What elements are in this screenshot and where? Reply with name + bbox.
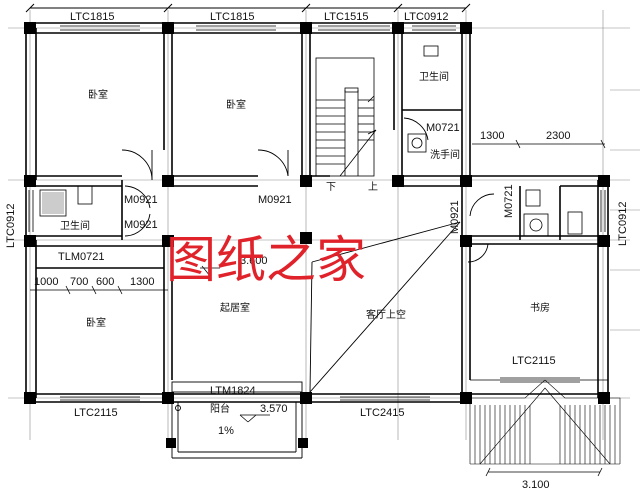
door-swings xyxy=(121,117,495,263)
void-outline xyxy=(309,221,461,393)
room-bedroom-sw: 卧室 xyxy=(86,316,106,329)
door-label-2: M0921 xyxy=(258,194,292,206)
walls xyxy=(25,22,609,403)
level-markers xyxy=(200,265,270,423)
sanitary-fixtures xyxy=(39,45,583,237)
dim-700: 700 xyxy=(70,276,88,288)
room-balcony: 阳台 xyxy=(210,402,230,415)
door-label-3: M0921 xyxy=(124,219,158,231)
door-label-6: M0921 xyxy=(449,200,461,234)
level-3100: 3.100 xyxy=(522,479,550,491)
room-washroom: 洗手间 xyxy=(430,148,460,161)
dim-600: 600 xyxy=(96,276,114,288)
axis-grid xyxy=(8,10,640,440)
window-label-top-2: LTC1815 xyxy=(210,11,254,23)
columns xyxy=(24,22,610,404)
window-label-study: LTC2115 xyxy=(512,355,556,367)
balcony xyxy=(171,381,303,459)
dim-1300-lower: 1300 xyxy=(130,276,154,288)
room-study: 书房 xyxy=(530,301,550,314)
top-dimension-line xyxy=(25,3,471,13)
window-label-south-1: LTC2115 xyxy=(74,407,118,419)
window-label-top-1: LTC1815 xyxy=(70,11,114,23)
dim-1000: 1000 xyxy=(34,276,58,288)
room-void: 客厅上空 xyxy=(366,308,406,321)
room-bath-w: 卫生间 xyxy=(60,219,90,232)
window-label-south-2: LTC2415 xyxy=(360,407,404,419)
stair-up-label: 上 xyxy=(368,181,378,193)
door-label-5: TLM0721 xyxy=(58,251,104,263)
room-living: 起居室 xyxy=(220,301,250,314)
room-bedroom-nw: 卧室 xyxy=(88,88,108,101)
balcony-columns xyxy=(166,438,308,448)
window-glazing xyxy=(28,25,608,401)
window-label-top-3: LTC1515 xyxy=(324,11,368,23)
roof-hatch xyxy=(469,379,621,465)
window-label-top-4: LTC0912 xyxy=(404,11,448,23)
balcony-slope: 1% xyxy=(218,425,234,437)
stair xyxy=(315,57,377,177)
watermark: 图纸之家 xyxy=(166,231,366,289)
door-label-balcony: LTM1824 xyxy=(210,385,256,397)
dimension-lines xyxy=(30,139,606,477)
window-label-east: LTC0912 xyxy=(617,202,629,246)
room-bedroom-n: 卧室 xyxy=(226,98,246,111)
dim-2300: 2300 xyxy=(546,130,570,142)
dim-1300-upper: 1300 xyxy=(480,130,504,142)
shower-tray xyxy=(42,192,64,214)
door-label-7: M0721 xyxy=(503,184,515,218)
door-label-1: M0921 xyxy=(124,194,158,206)
level-3600: 3.600 xyxy=(240,255,268,267)
level-3570: 3.570 xyxy=(260,403,288,415)
door-label-4: M0721 xyxy=(426,122,460,134)
stair-down-label: 下 xyxy=(326,182,336,193)
window-label-west: LTC0912 xyxy=(5,204,17,248)
room-bath-ne: 卫生间 xyxy=(419,70,449,83)
